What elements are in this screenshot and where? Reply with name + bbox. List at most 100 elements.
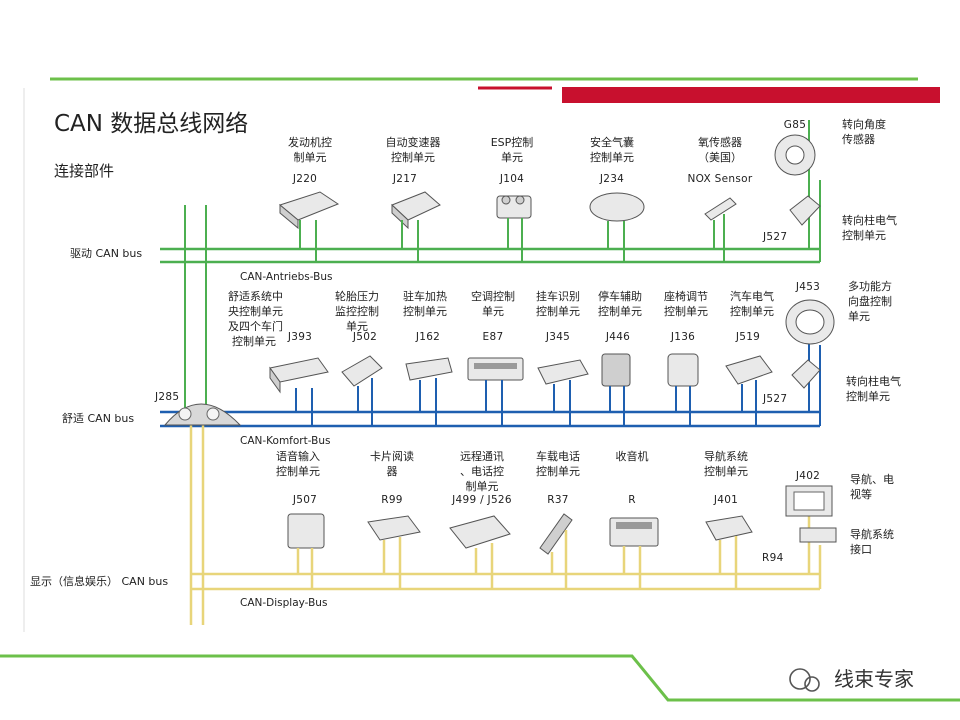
device-j393: 舒适系统中 央控制单元 及四个车门 控制单元 J393 xyxy=(228,289,329,426)
svg-text:J234: J234 xyxy=(599,173,624,185)
row2-devices: 舒适系统中 央控制单元 及四个车门 控制单元 J393 轮胎压力 监控控制 单元… xyxy=(228,289,774,426)
svg-text:R37: R37 xyxy=(547,494,569,506)
svg-text:J136: J136 xyxy=(670,331,695,343)
svg-text:舒适系统中: 舒适系统中 xyxy=(228,289,283,303)
svg-text:J527: J527 xyxy=(762,393,787,405)
drive-bus-label: 驱动 CAN bus xyxy=(70,247,142,260)
device-j502: 轮胎压力 监控控制 单元 J502 xyxy=(335,289,383,426)
page-title: CAN 数据总线网络 xyxy=(54,111,248,137)
comfort-bus-name: CAN-Komfort-Bus xyxy=(240,435,330,447)
device-j519: 汽车电气 控制单元 J519 xyxy=(725,289,774,426)
svg-text:控制单元: 控制单元 xyxy=(276,464,320,478)
svg-text:控制单元: 控制单元 xyxy=(403,304,447,318)
svg-text:控制单元: 控制单元 xyxy=(232,334,276,348)
svg-text:R94: R94 xyxy=(762,552,784,564)
svg-text:控制单元: 控制单元 xyxy=(664,304,708,318)
device-g85: G85 转向角度 传感器 xyxy=(774,117,886,176)
display-bus-label: 显示（信息娱乐） CAN bus xyxy=(30,574,168,588)
watermark: 线束专家 xyxy=(789,667,914,692)
wechat-icon xyxy=(789,668,811,690)
device-nox-sensor: 氧传感器 （美国） NOX Sensor xyxy=(688,135,753,262)
svg-text:J393: J393 xyxy=(287,331,312,343)
comfort-bus xyxy=(160,410,820,428)
svg-text:R99: R99 xyxy=(381,494,403,506)
svg-text:控制单元: 控制单元 xyxy=(846,389,890,403)
svg-text:远程通讯: 远程通讯 xyxy=(460,450,504,463)
device-j527-comfort: J527 转向柱电气 控制单元 xyxy=(762,359,901,405)
svg-text:安全气囊: 安全气囊 xyxy=(590,135,634,149)
row3-devices: 语音输入 控制单元 J507 卡片阅读 器 R99 远程通讯 、电话控 制单元 … xyxy=(276,449,753,589)
device-j345: 挂车识别 控制单元 J345 xyxy=(536,289,589,426)
svg-text:驻车加热: 驻车加热 xyxy=(403,289,447,303)
svg-text:控制单元: 控制单元 xyxy=(842,228,886,242)
svg-text:E87: E87 xyxy=(483,331,504,343)
svg-text:向盘控制: 向盘控制 xyxy=(848,294,892,308)
svg-text:卡片阅读: 卡片阅读 xyxy=(370,449,414,463)
device-r-radio: 收音机 R xyxy=(609,449,659,589)
device-r99: 卡片阅读 器 R99 xyxy=(367,449,421,589)
svg-text:自动变速器: 自动变速器 xyxy=(386,135,441,149)
svg-text:器: 器 xyxy=(387,465,398,478)
svg-text:制单元: 制单元 xyxy=(466,480,499,493)
bottom-rule xyxy=(0,654,960,702)
svg-text:控制单元: 控制单元 xyxy=(730,304,774,318)
svg-text:氧传感器: 氧传感器 xyxy=(698,135,742,149)
svg-text:接口: 接口 xyxy=(850,543,872,556)
svg-text:R: R xyxy=(628,494,636,506)
svg-text:发动机控: 发动机控 xyxy=(288,135,332,149)
svg-text:央控制单元: 央控制单元 xyxy=(228,304,283,318)
display-bus-name: CAN-Display-Bus xyxy=(240,597,327,609)
device-j499-j526: 远程通讯 、电话控 制单元 J499 / J526 xyxy=(449,450,512,589)
device-j453: J453 多功能方 向盘控制 单元 xyxy=(785,279,892,345)
svg-text:语音输入: 语音输入 xyxy=(276,449,320,463)
svg-text:单元: 单元 xyxy=(848,310,870,323)
device-j136: 座椅调节 控制单元 J136 xyxy=(664,289,708,426)
svg-text:J527: J527 xyxy=(762,231,787,243)
svg-text:汽车电气: 汽车电气 xyxy=(730,289,774,303)
svg-text:NOX Sensor: NOX Sensor xyxy=(688,173,753,185)
svg-text:多功能方: 多功能方 xyxy=(848,279,892,293)
svg-text:线束专家: 线束专家 xyxy=(834,667,914,691)
svg-text:J104: J104 xyxy=(499,173,524,185)
svg-text:车载电话: 车载电话 xyxy=(536,449,580,463)
device-j402: J402 导航、电 视等 xyxy=(785,470,894,517)
comfort-bus-label: 舒适 CAN bus xyxy=(62,411,134,425)
svg-text:转向柱电气: 转向柱电气 xyxy=(842,213,897,227)
svg-text:及四个车门: 及四个车门 xyxy=(228,319,283,333)
svg-text:座椅调节: 座椅调节 xyxy=(664,289,708,303)
red-bar-thick xyxy=(562,87,940,103)
device-e87: 空调控制 单元 E87 xyxy=(467,289,524,426)
drive-bus-name: CAN-Antriebs-Bus xyxy=(240,271,332,283)
device-j527-drive: J527 转向柱电气 控制单元 xyxy=(762,195,897,243)
svg-text:转向柱电气: 转向柱电气 xyxy=(846,374,901,388)
svg-text:视等: 视等 xyxy=(850,487,872,501)
svg-text:J401: J401 xyxy=(713,494,738,506)
device-j234: 安全气囊 控制单元 J234 xyxy=(589,135,645,262)
svg-text:单元: 单元 xyxy=(501,151,523,164)
svg-text:控制单元: 控制单元 xyxy=(704,464,748,478)
svg-text:J502: J502 xyxy=(352,331,377,343)
svg-text:导航系统: 导航系统 xyxy=(850,527,894,541)
svg-text:控制单元: 控制单元 xyxy=(536,304,580,318)
svg-text:J519: J519 xyxy=(735,331,760,343)
drive-bus xyxy=(160,247,820,264)
svg-text:控制单元: 控制单元 xyxy=(536,464,580,478)
svg-text:J345: J345 xyxy=(545,331,570,343)
svg-text:J446: J446 xyxy=(605,331,630,343)
device-r37: 车载电话 控制单元 R37 xyxy=(536,449,580,589)
svg-text:导航、电: 导航、电 xyxy=(850,472,894,486)
svg-text:传感器: 传感器 xyxy=(842,133,875,146)
svg-text:导航系统: 导航系统 xyxy=(704,449,748,463)
svg-text:J499 / J526: J499 / J526 xyxy=(451,494,512,506)
svg-text:收音机: 收音机 xyxy=(616,449,649,463)
svg-text:停车辅助: 停车辅助 xyxy=(598,289,642,303)
svg-text:单元: 单元 xyxy=(482,305,504,318)
gateway-j285: J285 xyxy=(154,391,242,426)
device-j217: 自动变速器 控制单元 J217 xyxy=(386,135,441,262)
device-j220: 发动机控 制单元 J220 xyxy=(278,135,340,262)
svg-text:控制单元: 控制单元 xyxy=(598,304,642,318)
svg-text:监控控制: 监控控制 xyxy=(335,304,379,318)
page-subtitle: 连接部件 xyxy=(54,162,114,180)
svg-text:空调控制: 空调控制 xyxy=(471,289,515,303)
